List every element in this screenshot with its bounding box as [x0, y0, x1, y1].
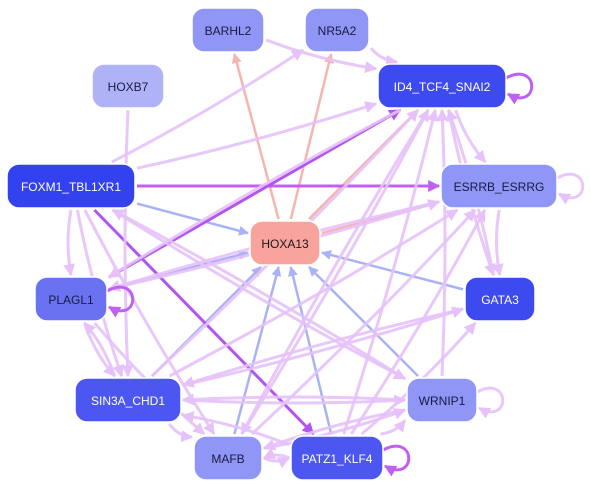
node-mafb[interactable]: MAFB	[193, 435, 263, 481]
edge-foxm1_tbl1xr1-to-hoxa13	[136, 202, 249, 236]
edge-hoxb7-to-sin3a_chd1	[121, 109, 134, 378]
node-patz1-klf4[interactable]: PATZ1_KLF4	[290, 435, 384, 481]
node-box	[440, 163, 558, 209]
edge-wrnip1-to-id4_tcf4_snai2	[436, 108, 449, 377]
node-box	[304, 7, 370, 53]
edge-mafb-to-id4_tcf4_snai2	[240, 108, 430, 435]
edge-wrnip1-to-wrnip1	[476, 386, 505, 419]
node-label: HOXB7	[108, 80, 149, 94]
edge-hoxa13-to-barhl2	[231, 53, 280, 220]
node-label: HOXA13	[261, 237, 309, 251]
edge-id4_tcf4_snai2-to-id4_tcf4_snai2	[505, 72, 534, 105]
edge-id4_tcf4_snai2-to-esrrb_esrrg	[454, 109, 487, 163]
edge-foxm1_tbl1xr1-to-id4_tcf4_snai2	[136, 101, 378, 170]
edge-patz1_klf4-to-mafb	[262, 447, 290, 460]
node-label: PATZ1_KLF4	[302, 452, 373, 466]
edge-plagl1-to-plagl1	[106, 285, 135, 318]
edge-nr5a2-to-id4_tcf4_snai2	[369, 47, 399, 67]
edge-sin3a_chd1-to-wrnip1	[182, 394, 407, 407]
node-label: MAFB	[211, 452, 244, 466]
edge-wrnip1-to-hoxa13	[308, 266, 419, 377]
node-sin3a-chd1[interactable]: SIN3A_CHD1	[74, 377, 182, 423]
edge-plagl1-to-sin3a_chd1	[83, 322, 116, 377]
edge-mafb-to-patz1_klf4	[263, 456, 291, 469]
edge-mafb-to-wrnip1	[263, 408, 407, 450]
node-box	[191, 7, 265, 53]
node-gata3[interactable]: GATA3	[464, 276, 536, 322]
node-label: PLAGL1	[48, 293, 94, 307]
node-box	[193, 435, 263, 481]
node-box	[464, 276, 536, 322]
node-label: SIN3A_CHD1	[91, 394, 165, 408]
edge-layer	[63, 38, 585, 477]
node-label: BARHL2	[205, 24, 252, 38]
node-label: NR5A2	[318, 24, 357, 38]
edge-sin3a_chd1-to-esrrb_esrrg	[168, 208, 459, 378]
node-box	[377, 63, 507, 109]
edge-foxm1_tbl1xr1-to-patz1_klf4	[93, 208, 315, 436]
node-wrnip1[interactable]: WRNIP1	[406, 377, 478, 423]
edge-sin3a_chd1-to-gata3	[182, 306, 465, 387]
node-box	[34, 276, 108, 322]
edge-gata3-to-sin3a_chd1	[181, 307, 464, 388]
edge-mafb-to-hoxa13	[233, 266, 282, 435]
edge-patz1_klf4-to-wrnip1	[380, 419, 407, 436]
edge-wrnip1-to-mafb	[262, 408, 406, 451]
edge-hoxa13-to-nr5a2	[289, 53, 334, 220]
edge-sin3a_chd1-to-plagl1	[83, 322, 116, 377]
edge-patz1_klf4-to-patz1_klf4	[382, 444, 411, 477]
node-label: ESRRB_ESRRG	[454, 180, 545, 194]
node-box	[91, 63, 165, 109]
node-label: ID4_TCF4_SNAI2	[394, 80, 491, 94]
node-box	[6, 163, 136, 209]
edge-foxm1_tbl1xr1-to-plagl1	[63, 209, 75, 277]
edge-mafb-to-esrrb_esrrg	[250, 208, 477, 436]
edge-wrnip1-to-sin3a_chd1	[181, 393, 406, 406]
node-nr5a2[interactable]: NR5A2	[304, 7, 370, 53]
edge-foxm1_tbl1xr1-to-wrnip1	[111, 208, 407, 380]
node-esrrb-esrrg[interactable]: ESRRB_ESRRG	[440, 163, 558, 209]
edge-wrnip1-to-foxm1_tbl1xr1	[111, 208, 406, 380]
edge-esrrb_esrrg-to-esrrb_esrrg	[556, 172, 585, 205]
node-box	[249, 220, 321, 266]
edge-patz1_klf4-to-hoxa13	[288, 266, 333, 435]
node-box	[290, 435, 384, 481]
node-hoxb7[interactable]: HOXB7	[91, 63, 165, 109]
node-foxm1-tbl1xr1[interactable]: FOXM1_TBL1XR1	[6, 163, 136, 209]
edge-esrrb_esrrg-to-gata3	[491, 209, 504, 277]
edge-sin3a_chd1-to-mafb	[168, 423, 194, 443]
node-box	[74, 377, 182, 423]
edge-foxm1_tbl1xr1-to-mafb	[83, 209, 216, 436]
node-label: FOXM1_TBL1XR1	[21, 180, 121, 194]
edge-id4_tcf4_snai2-to-mafb	[240, 109, 430, 436]
node-id4-tcf4-snai2[interactable]: ID4_TCF4_SNAI2	[377, 63, 507, 109]
edge-patz1_klf4-to-esrrb_esrrg	[350, 208, 487, 435]
edge-patz1_klf4-to-id4_tcf4_snai2	[342, 108, 439, 435]
node-plagl1[interactable]: PLAGL1	[34, 276, 108, 322]
edge-patz1_klf4-to-sin3a_chd1	[181, 411, 290, 447]
edge-foxm1_tbl1xr1-to-nr5a2	[111, 48, 305, 164]
node-box	[406, 377, 478, 423]
node-hoxa13[interactable]: HOXA13	[249, 220, 321, 266]
node-label: GATA3	[481, 293, 519, 307]
edge-id4_tcf4_snai2-to-plagl1	[107, 108, 401, 279]
node-label: WRNIP1	[419, 394, 466, 408]
node-barhl2[interactable]: BARHL2	[191, 7, 265, 53]
edge-barhl2-to-id4_tcf4_snai2	[265, 38, 378, 74]
